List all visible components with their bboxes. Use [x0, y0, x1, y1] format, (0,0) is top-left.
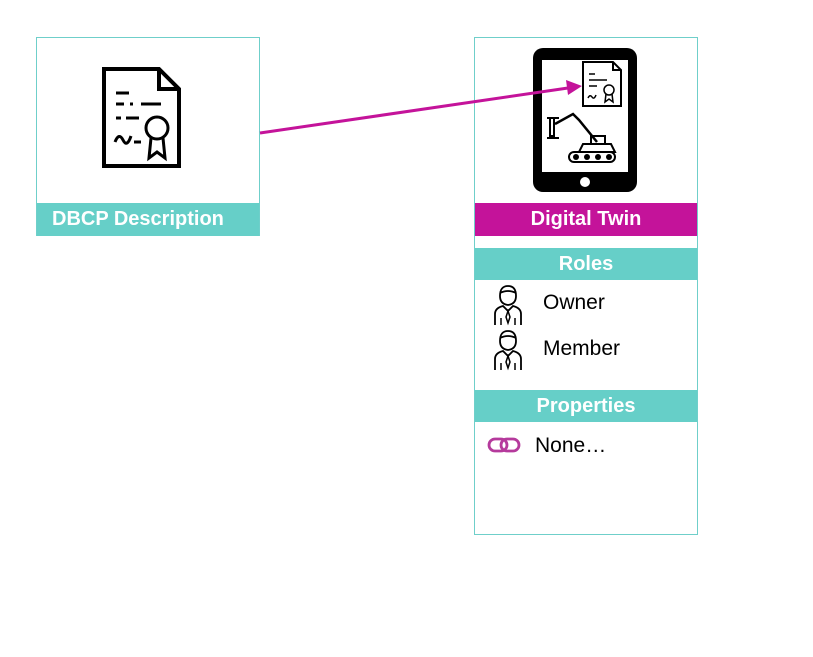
digital-twin-card[interactable]: Digital Twin Roles Owner Member Properti…	[474, 37, 698, 535]
dbcp-description-label: DBCP Description	[37, 203, 259, 236]
dbcp-description-card[interactable]: DBCP Description	[36, 37, 260, 236]
link-icon	[487, 437, 521, 453]
certificate-document-icon	[102, 67, 181, 168]
role-member-label: Member	[543, 337, 621, 360]
person-icon	[494, 330, 522, 371]
role-owner-label: Owner	[543, 291, 605, 314]
roles-header: Roles	[475, 248, 697, 280]
property-none-label: None…	[535, 434, 607, 457]
person-icon	[494, 285, 522, 326]
digital-twin-label: Digital Twin	[475, 203, 697, 236]
properties-header: Properties	[475, 390, 697, 422]
tablet-with-certificate-and-crane-icon	[533, 48, 637, 192]
